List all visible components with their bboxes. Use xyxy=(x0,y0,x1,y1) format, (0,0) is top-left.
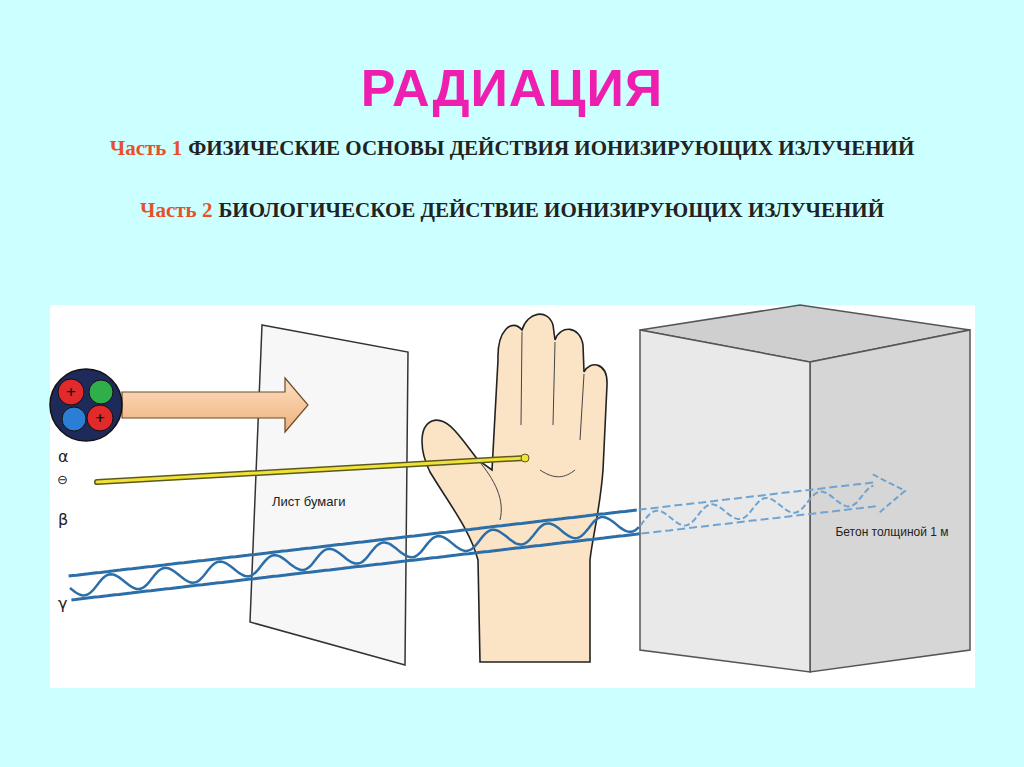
white-panel xyxy=(50,305,975,688)
paper-label: Лист бумаги xyxy=(272,494,346,509)
part-title: БИОЛОГИЧЕСКОЕ ДЕЙСТВИЕ ИОНИЗИРУЮЩИХ ИЗЛУ… xyxy=(218,198,884,222)
subtitle-row: Часть 1ФИЗИЧЕСКИЕ ОСНОВЫ ДЕЙСТВИЯ ИОНИЗИ… xyxy=(92,134,932,162)
gamma-stroke xyxy=(71,534,639,600)
electron-symbol: ⊖ xyxy=(57,472,68,487)
gamma-wave xyxy=(70,517,639,595)
beta-stop xyxy=(521,454,529,462)
part-number: Часть 2 xyxy=(140,198,212,222)
gamma-arrowhead xyxy=(873,474,905,514)
charge-sign: + xyxy=(93,411,107,425)
charge-sign: + xyxy=(64,385,78,399)
alpha-arrow xyxy=(122,378,308,432)
concrete-front xyxy=(640,330,810,672)
hand xyxy=(422,314,607,662)
subtitle-row: Часть 2БИОЛОГИЧЕСКОЕ ДЕЙСТВИЕ ИОНИЗИРУЮЩ… xyxy=(92,196,932,224)
gamma-symbol: γ xyxy=(58,594,67,613)
page-title: РАДИАЦИЯ xyxy=(0,58,1024,118)
neutron xyxy=(62,407,86,431)
beta-symbol: β xyxy=(58,510,68,529)
proton xyxy=(87,405,113,431)
proton xyxy=(58,379,84,405)
gamma-wave xyxy=(640,486,873,526)
beta-ray-outline xyxy=(97,458,525,482)
gamma-ray xyxy=(69,474,905,599)
part-number: Часть 1 xyxy=(110,136,182,160)
part-title: ФИЗИЧЕСКИЕ ОСНОВЫ ДЕЙСТВИЯ ИОНИЗИРУЮЩИХ … xyxy=(188,136,914,160)
neutron xyxy=(89,380,113,404)
paper-sheet xyxy=(250,325,408,665)
concrete-label: Бетон толщиной 1 м xyxy=(818,524,966,540)
beta-ray xyxy=(97,458,525,482)
alpha-symbol: α xyxy=(58,447,69,466)
alpha-particle xyxy=(50,369,122,441)
concrete-side xyxy=(810,330,970,672)
hand-lines xyxy=(478,332,584,520)
